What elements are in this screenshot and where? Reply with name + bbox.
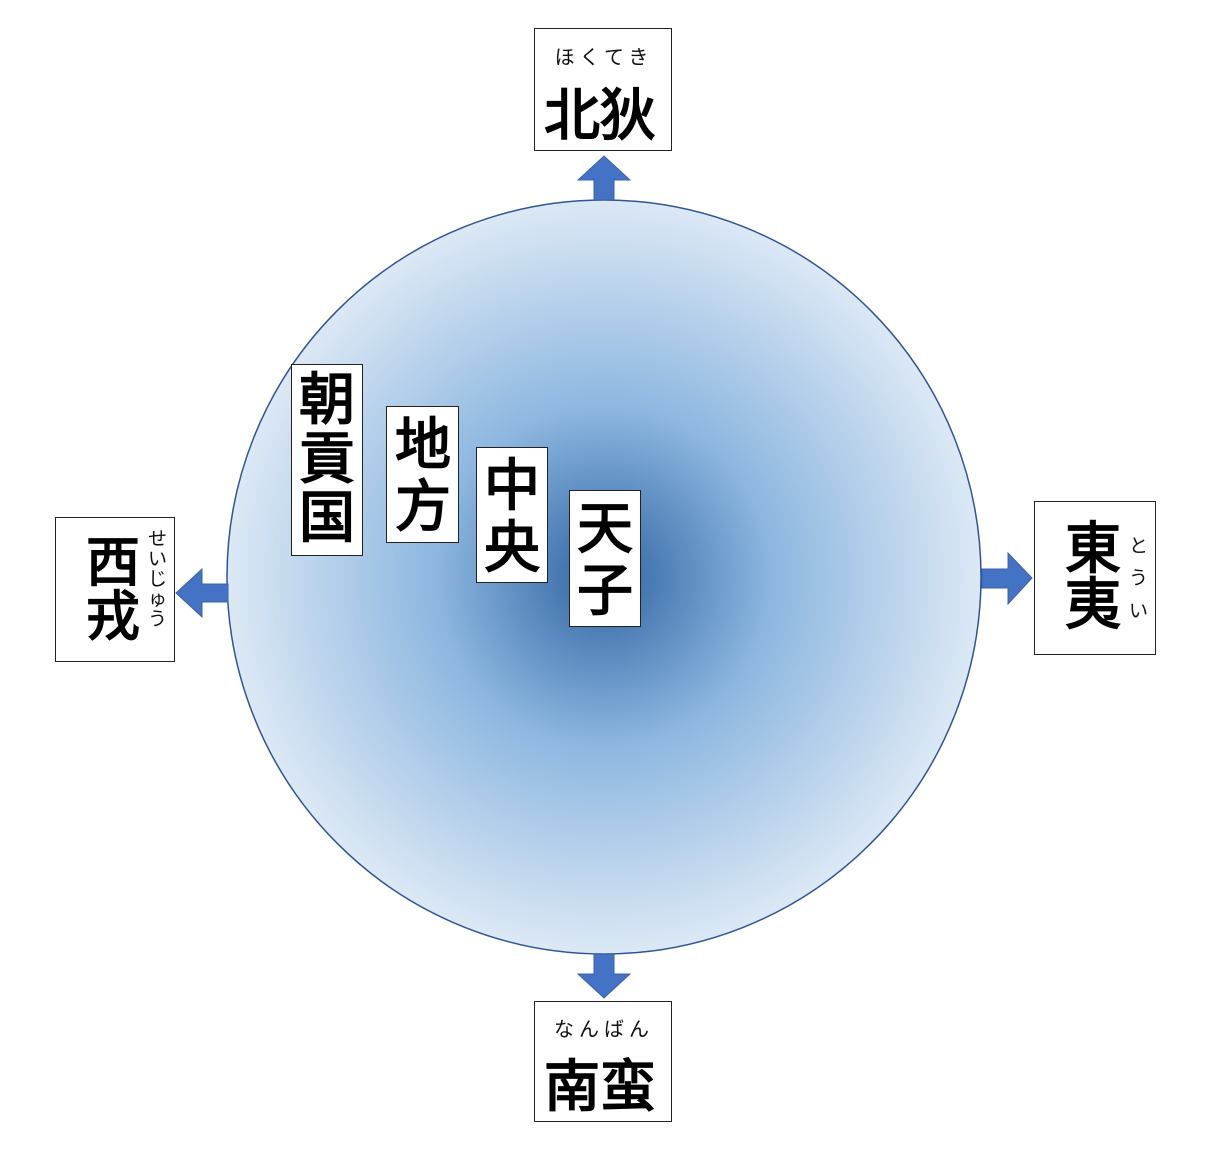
arrow-east <box>981 551 1033 606</box>
south-box: なんばん 南蛮 <box>534 1001 672 1122</box>
chuo-label: 中 央 <box>484 456 540 579</box>
chokoku-box: 朝 貢 国 <box>291 364 363 556</box>
arrow-south <box>576 953 632 999</box>
chiho-char: 地 <box>395 413 451 478</box>
east-ruby: と う い <box>1129 530 1148 627</box>
chiho-box: 地 方 <box>386 406 459 543</box>
chuo-box: 中 央 <box>476 447 548 583</box>
west-ruby-char: じ <box>148 567 168 590</box>
west-ruby: せ い じ ゅ う <box>148 528 168 630</box>
west-ruby-char: い <box>148 547 168 570</box>
east-label-char: 東 <box>1065 517 1121 582</box>
west-label-char: 西 <box>86 531 140 594</box>
north-ruby: ほくてき <box>554 45 654 69</box>
east-box: 東 夷 と う い <box>1034 501 1156 655</box>
tenshi-char: 子 <box>577 558 633 624</box>
north-label: 北狄 <box>544 84 656 149</box>
south-ruby: なんばん <box>554 1017 654 1041</box>
chokoku-char: 朝 <box>299 368 355 433</box>
north-box: ほくてき 北狄 <box>534 28 672 151</box>
arrow-west <box>175 567 229 619</box>
tenshi-box: 天 子 <box>569 490 641 627</box>
east-label: 東 夷 <box>1065 522 1121 634</box>
tenshi-char: 天 <box>577 497 633 562</box>
west-ruby-char: ゅ <box>148 587 168 610</box>
chuo-char: 中 <box>484 454 540 519</box>
tenshi-label: 天 子 <box>577 499 633 622</box>
east-ruby-char: い <box>1129 599 1149 622</box>
chokoku-char: 国 <box>299 485 355 551</box>
chiho-char: 方 <box>395 474 451 540</box>
west-label: 西 戎 <box>86 536 140 644</box>
east-label-char: 夷 <box>1065 573 1121 638</box>
chokoku-char: 貢 <box>299 426 355 492</box>
west-label-char: 戎 <box>86 585 140 648</box>
east-ruby-char: と <box>1129 535 1149 557</box>
east-ruby-char: う <box>1129 567 1149 590</box>
chuo-char: 央 <box>484 515 540 581</box>
chokoku-label: 朝 貢 国 <box>299 368 355 551</box>
west-ruby-char: せ <box>148 528 168 550</box>
south-label: 南蛮 <box>544 1055 656 1120</box>
chiho-label: 地 方 <box>395 415 451 538</box>
west-box: 西 戎 せ い じ ゅ う <box>55 517 175 662</box>
arrow-north <box>576 155 632 201</box>
west-ruby-char: う <box>148 607 168 630</box>
